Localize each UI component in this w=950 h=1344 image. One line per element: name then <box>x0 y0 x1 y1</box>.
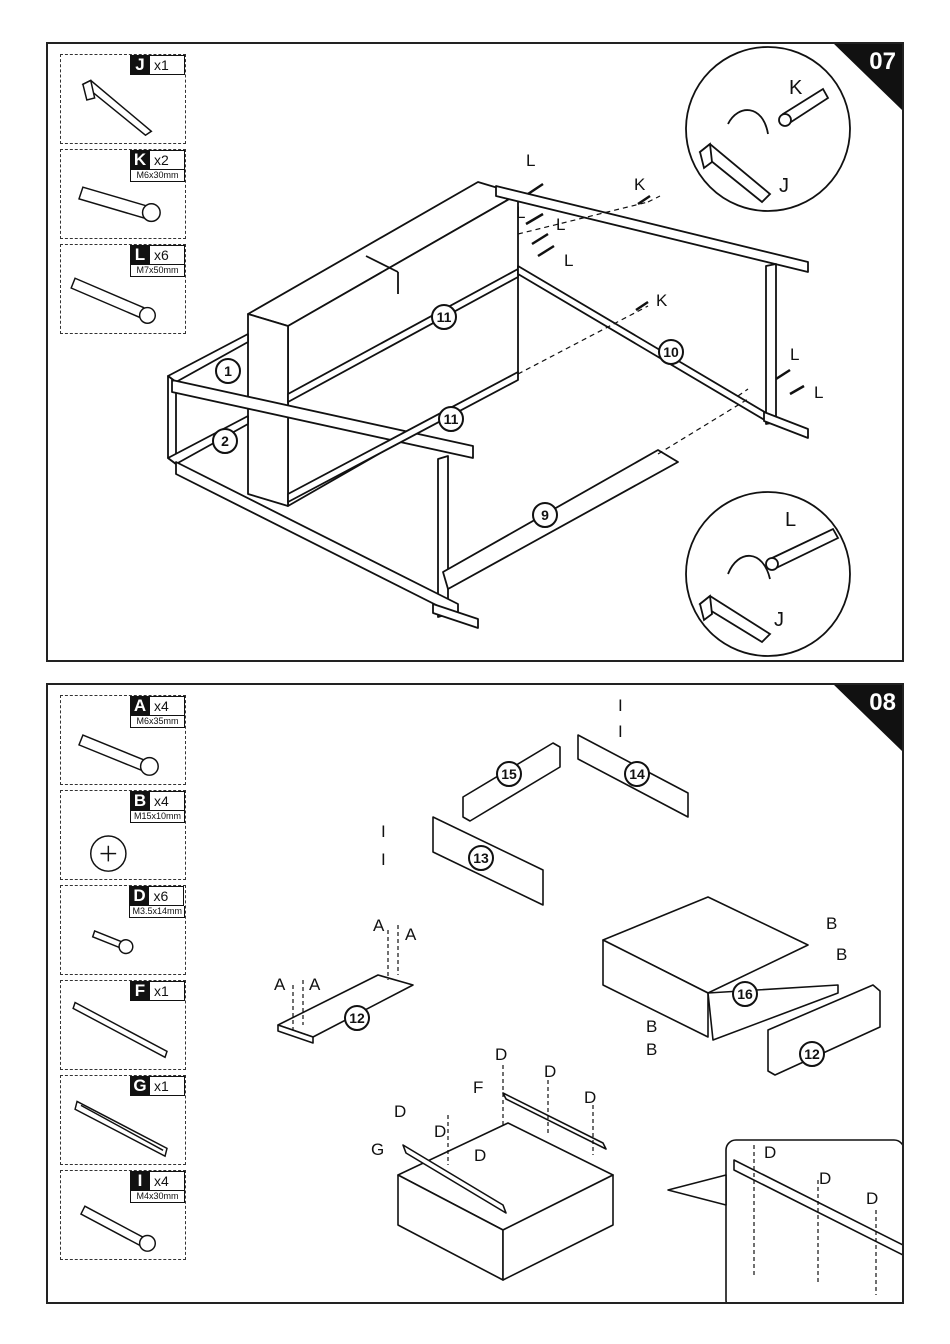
step-number: 08 <box>869 689 896 717</box>
part-qty: x2 <box>150 150 185 170</box>
callout-label: A <box>373 917 384 934</box>
panel-number: 2 <box>212 428 238 454</box>
part-letter: G <box>130 1076 150 1096</box>
part-qty: x1 <box>150 1076 185 1096</box>
callout-label: B <box>826 915 837 932</box>
part-qty: x4 <box>150 791 185 811</box>
step-badge: 07 <box>804 42 904 112</box>
callout-label: D <box>764 1144 776 1161</box>
step-badge: 08 <box>804 683 904 753</box>
callout-label: L <box>564 252 573 269</box>
panel-number: 1 <box>215 358 241 384</box>
callout-label: D <box>434 1123 446 1140</box>
callout-label: A <box>309 976 320 993</box>
panel-number: 11 <box>431 304 457 330</box>
part-size: M6x30mm <box>130 170 185 182</box>
callout-label: A <box>405 926 416 943</box>
panel-number: 11 <box>438 406 464 432</box>
panel-number: 12 <box>344 1005 370 1031</box>
callout-label: A <box>274 976 285 993</box>
part-letter: F <box>130 981 150 1001</box>
part-qty: x1 <box>150 55 185 75</box>
part-qty: x6 <box>149 886 184 906</box>
callout-label: L <box>516 204 525 221</box>
panel-number: 13 <box>468 845 494 871</box>
callout-label: B <box>836 946 847 963</box>
callout-label: F <box>473 1079 483 1096</box>
part-letter: B <box>130 791 150 811</box>
callout-label: K <box>634 176 645 193</box>
callout-label: D <box>866 1190 878 1207</box>
part-qty: x6 <box>150 245 185 265</box>
part-letter: I <box>130 1171 150 1191</box>
callout-label: G <box>371 1141 384 1158</box>
part-qty: x4 <box>150 696 185 716</box>
part-letter: K <box>130 150 150 170</box>
part-letter: L <box>130 245 150 265</box>
callout-label: I <box>618 723 623 740</box>
callout-label: B <box>646 1018 657 1035</box>
detail-label: L <box>785 510 796 530</box>
callout-label: L <box>556 216 565 233</box>
panel-number: 9 <box>532 502 558 528</box>
panel-number: 15 <box>496 761 522 787</box>
callout-label: D <box>394 1103 406 1120</box>
panel-number: 14 <box>624 761 650 787</box>
part-letter: A <box>130 696 150 716</box>
callout-label: L <box>790 346 799 363</box>
panel-number: 16 <box>732 981 758 1007</box>
part-qty: x1 <box>150 981 185 1001</box>
panel-number: 10 <box>658 339 684 365</box>
part-size: M4x30mm <box>130 1191 185 1203</box>
detail-label: J <box>774 610 784 630</box>
callout-label: B <box>646 1041 657 1058</box>
panel-number: 12 <box>799 1041 825 1067</box>
detail-label: K <box>789 78 802 98</box>
detail-label: J <box>779 176 789 196</box>
callout-label: K <box>656 292 667 309</box>
part-letter: D <box>129 886 149 906</box>
step-number: 07 <box>869 48 896 76</box>
callout-label: D <box>495 1046 507 1063</box>
callout-label: D <box>819 1170 831 1187</box>
callout-label: D <box>584 1089 596 1106</box>
callout-label: L <box>814 384 823 401</box>
callout-label: I <box>381 823 386 840</box>
part-letter: J <box>130 55 150 75</box>
callout-label: D <box>544 1063 556 1080</box>
part-size: M6x35mm <box>130 716 185 728</box>
part-size: M3.5x14mm <box>129 906 185 918</box>
callout-label: D <box>474 1147 486 1164</box>
part-qty: x4 <box>150 1171 185 1191</box>
callout-label: I <box>381 851 386 868</box>
part-size: M15x10mm <box>130 811 185 823</box>
callout-label: L <box>526 152 535 169</box>
callout-label: I <box>618 697 623 714</box>
part-size: M7x50mm <box>130 265 185 277</box>
